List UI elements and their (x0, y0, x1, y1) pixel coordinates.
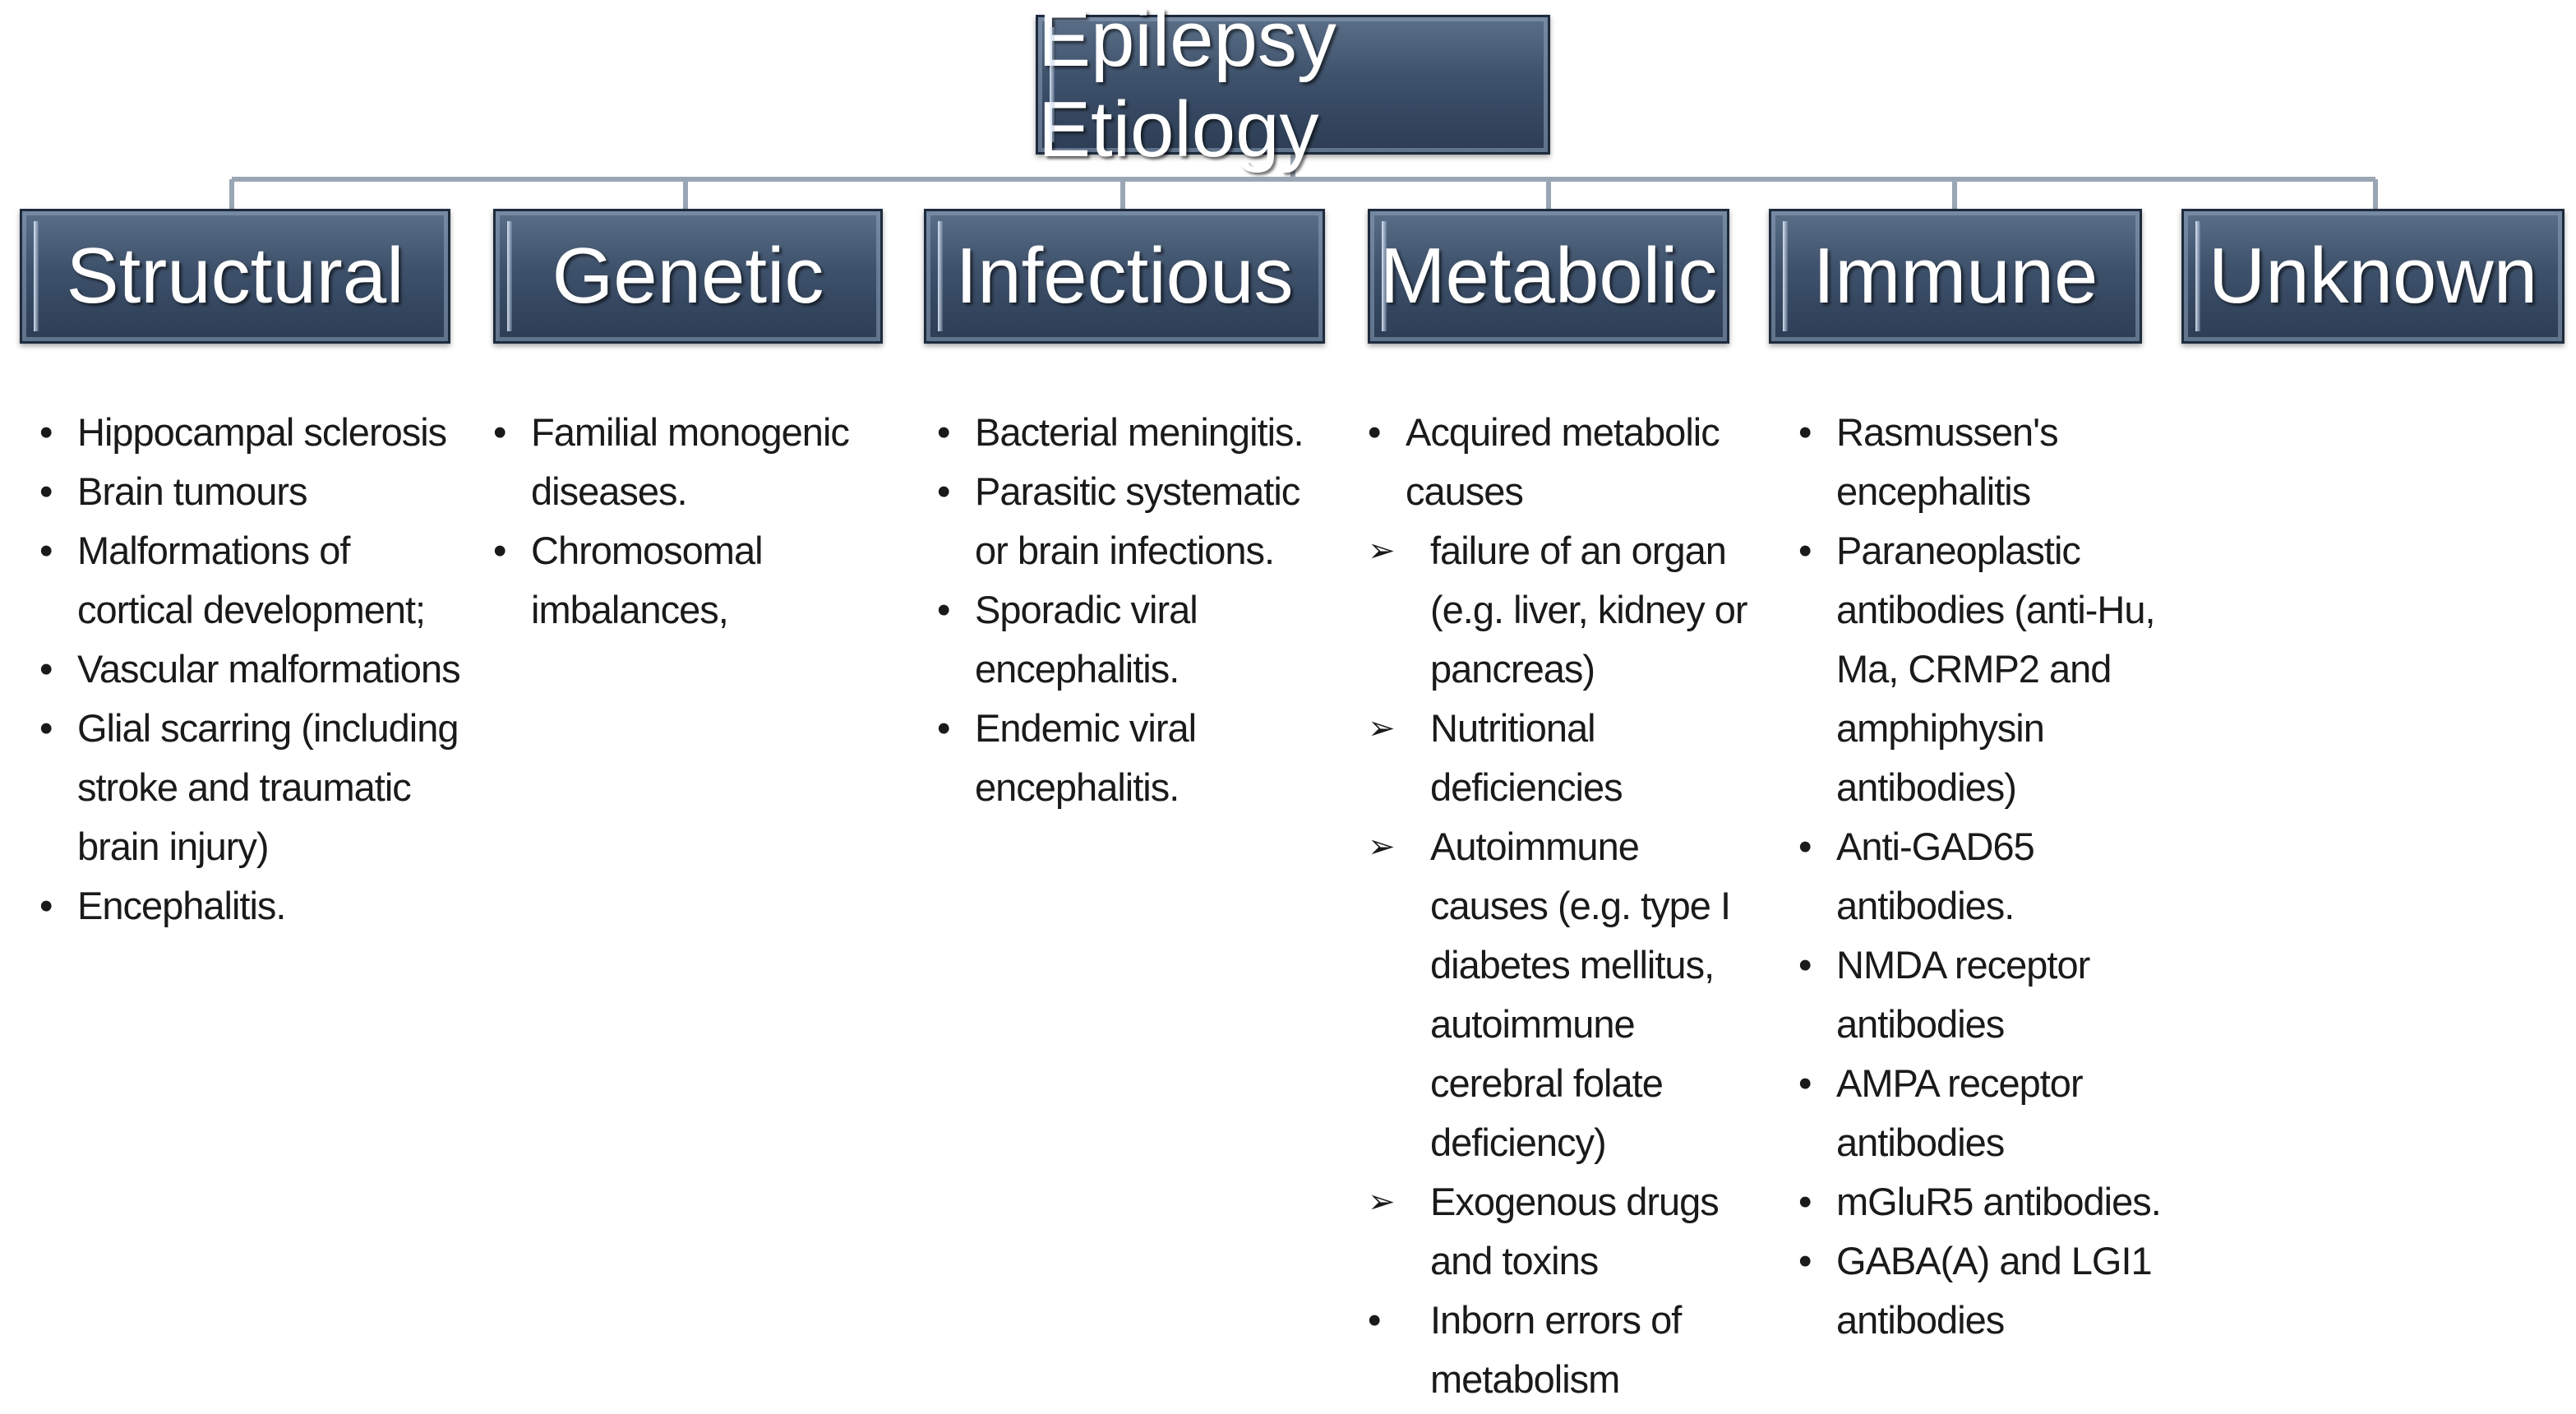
list-item: Anti-GAD65 antibodies. (1798, 817, 2168, 936)
node-structural-label: Structural (66, 232, 404, 320)
list-infectious: Bacterial meningitis.Parasitic systemati… (937, 403, 1340, 817)
list-item: Exogenous drugs and toxins (1368, 1172, 1762, 1291)
node-infectious: Infectious (924, 209, 1325, 344)
list-item: Brain tumours (39, 462, 467, 521)
list-item: Hippocampal sclerosis (39, 403, 467, 462)
node-immune: Immune (1769, 209, 2142, 344)
list-item: Acquired metabolic causes (1368, 403, 1762, 521)
list-item: AMPA receptor antibodies (1798, 1054, 2168, 1172)
list-item: failure of an organ (e.g. liver, kidney … (1368, 521, 1762, 699)
node-genetic: Genetic (493, 209, 883, 344)
list-genetic: Familial monogenic diseases.Chromosomal … (493, 403, 888, 640)
node-structural: Structural (20, 209, 450, 344)
node-metabolic: Metabolic (1368, 209, 1729, 344)
node-immune-label: Immune (1812, 232, 2098, 320)
list-item: Vascular malformations (39, 640, 467, 699)
node-unknown: Unknown (2181, 209, 2564, 344)
list-item: Glial scarring (including stroke and tra… (39, 699, 467, 876)
list-immune: Rasmussen's encephalitisParaneoplastic a… (1798, 403, 2168, 1350)
list-item: mGluR5 antibodies. (1798, 1172, 2168, 1231)
list-item: Familial monogenic diseases. (493, 403, 888, 521)
root-node-box: Epilepsy Etiology (1036, 0, 1550, 173)
list-structural: Hippocampal sclerosisBrain tumoursMalfor… (39, 403, 467, 936)
list-item: Nutritional deficiencies (1368, 699, 1762, 817)
list-item: Bacterial meningitis. (937, 403, 1340, 462)
node-infectious-label: Infectious (955, 232, 1294, 320)
list-item: Sporadic viral encephalitis. (937, 580, 1340, 699)
list-item: Rasmussen's encephalitis (1798, 403, 2168, 521)
node-metabolic-label: Metabolic (1379, 232, 1718, 320)
list-item: Malformations of cortical development; (39, 521, 467, 640)
node-genetic-label: Genetic (552, 232, 824, 320)
list-item: Chromosomal imbalances, (493, 521, 888, 640)
list-item: Autoimmune causes (e.g. type I diabetes … (1368, 817, 1762, 1172)
list-item: GABA(A) and LGI1 antibodies (1798, 1231, 2168, 1350)
list-item: Endemic viral encephalitis. (937, 699, 1340, 817)
root-node-label: Epilepsy Etiology (1038, 0, 1336, 173)
list-item: NMDA receptor antibodies (1798, 936, 2168, 1054)
list-metabolic: Acquired metabolic causesfailure of an o… (1368, 403, 1762, 1409)
node-unknown-label: Unknown (2208, 232, 2538, 320)
list-item: Encephalitis. (39, 876, 467, 936)
list-item: Parasitic systematic or brain infections… (937, 462, 1340, 580)
list-item: Paraneoplastic antibodies (anti-Hu, Ma, … (1798, 521, 2168, 817)
list-item: Inborn errors of metabolism (1368, 1291, 1762, 1409)
